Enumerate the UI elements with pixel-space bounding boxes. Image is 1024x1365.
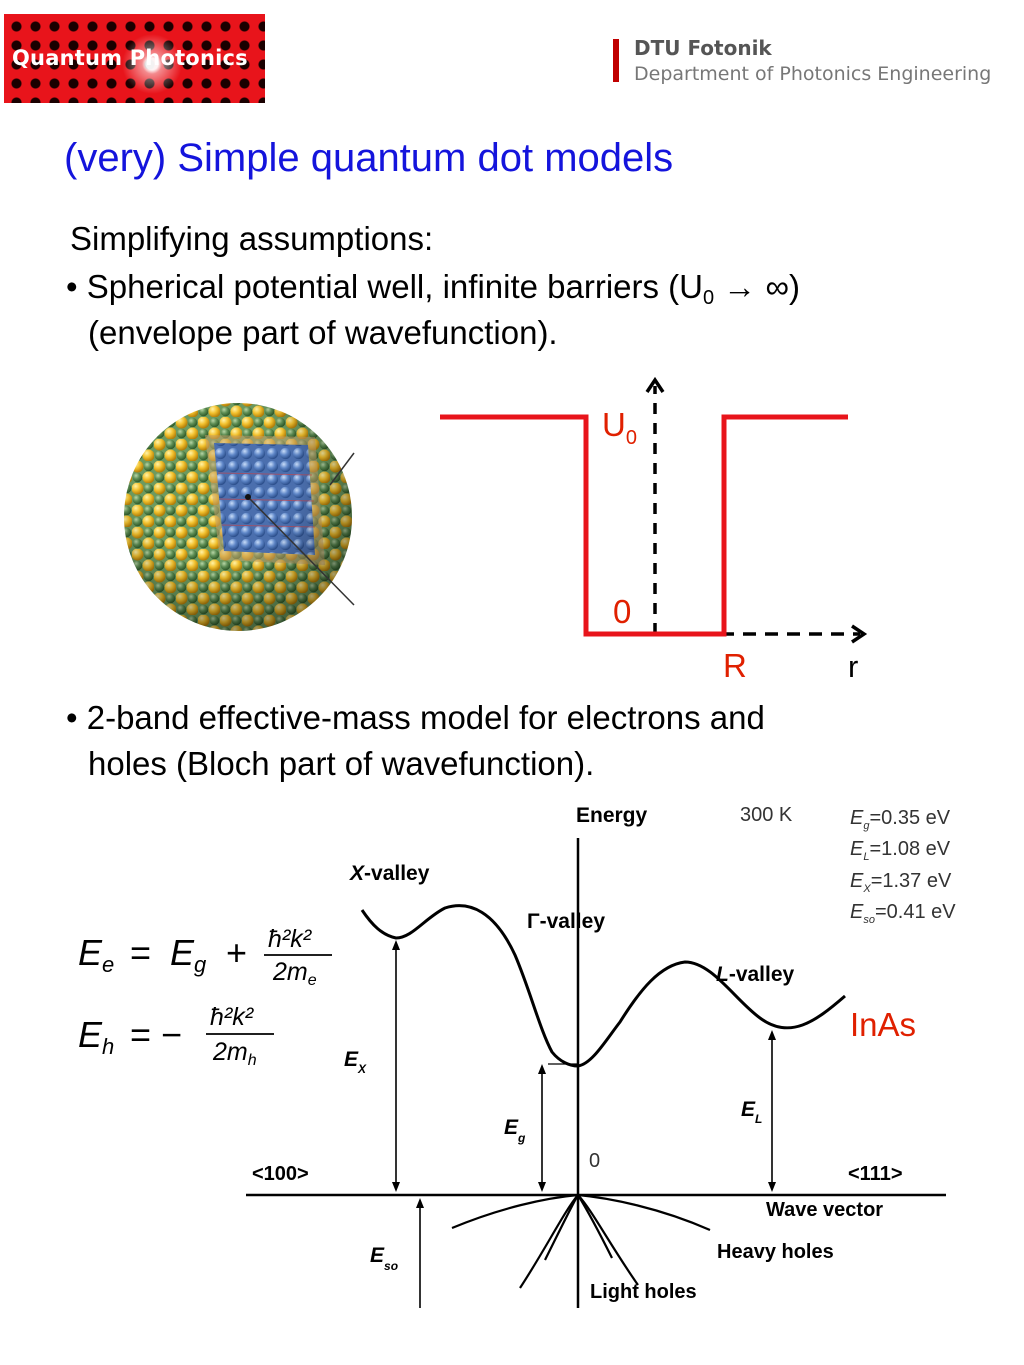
svg-text:Eh: Eh bbox=[78, 1014, 114, 1059]
bullet-two-band-model: • 2-band effective-mass model for electr… bbox=[66, 699, 765, 736]
logo-glow bbox=[122, 34, 182, 94]
effective-mass-equations: Ee = Eg + ħ²k² 2me Eh = − ħ²k² 2mh bbox=[78, 925, 332, 1069]
l-valley-label: L-valley bbox=[716, 963, 795, 986]
quantum-dot-illustration bbox=[124, 403, 355, 631]
energy-label: Energy bbox=[576, 804, 648, 827]
light-holes-label: Light holes bbox=[590, 1281, 697, 1303]
institution-name: DTU Fotonik bbox=[634, 36, 772, 60]
bullet-marker: • bbox=[66, 268, 78, 305]
bullet-two-band-model-continued: holes (Bloch part of wavefunction). bbox=[88, 745, 595, 782]
svg-text:= −: = − bbox=[130, 1014, 182, 1055]
material-label: InAs bbox=[850, 1006, 916, 1043]
quantum-photonics-logo: Quantum Photonics bbox=[4, 14, 265, 103]
bullet-marker: • bbox=[66, 699, 78, 736]
gamma-valley-label: Γ-valley bbox=[527, 910, 605, 933]
assumptions-heading: Simplifying assumptions: bbox=[70, 220, 434, 257]
svg-text:=: = bbox=[130, 932, 151, 973]
svg-text:ħ²k²: ħ²k² bbox=[210, 1003, 255, 1031]
param-ex: EX=1.37 eV bbox=[850, 870, 952, 895]
temperature-label: 300 K bbox=[740, 804, 793, 826]
zero-label: 0 bbox=[613, 593, 631, 630]
svg-text:2me: 2me bbox=[272, 958, 317, 989]
param-eg: Eg=0.35 eV bbox=[850, 807, 951, 832]
r-axis-arrow bbox=[851, 624, 868, 644]
eg-label: Eg bbox=[504, 1116, 526, 1145]
band-structure-diagram: Energy 300 K Eg=0.35 eV EL=1.08 eV EX=1.… bbox=[246, 804, 956, 1308]
direction-100-label: <100> bbox=[252, 1163, 309, 1185]
x-valley-label: X-valley bbox=[349, 862, 430, 885]
svg-text:Ee: Ee bbox=[78, 932, 114, 977]
radius-label: R bbox=[723, 647, 747, 684]
energy-axis-arrow bbox=[645, 376, 665, 393]
u0-label: U0 bbox=[602, 406, 637, 449]
conduction-band-curve bbox=[360, 904, 846, 1068]
el-label: EL bbox=[741, 1098, 762, 1126]
bullet-spherical-well: • Spherical potential well, infinite bar… bbox=[66, 268, 800, 309]
page-title: (very) Simple quantum dot models bbox=[64, 136, 674, 180]
svg-text:2mh: 2mh bbox=[212, 1038, 257, 1069]
band-parameters: Eg=0.35 eV EL=1.08 eV EX=1.37 eV Eso=0.4… bbox=[850, 807, 956, 926]
direction-111-label: <111> bbox=[848, 1163, 903, 1185]
heavy-hole-band bbox=[544, 1192, 613, 1261]
bullet-spherical-well-continued: (envelope part of wavefunction). bbox=[88, 314, 558, 351]
logo-text: Quantum Photonics bbox=[12, 46, 248, 70]
r-axis-label: r bbox=[848, 649, 858, 684]
svg-text:ħ²k²: ħ²k² bbox=[268, 925, 313, 953]
eso-label: Eso bbox=[370, 1244, 398, 1273]
department-name: Department of Photonics Engineering bbox=[634, 63, 992, 85]
param-el: EL=1.08 eV bbox=[850, 838, 951, 863]
param-eso: Eso=0.41 eV bbox=[850, 901, 956, 926]
svg-text:Eg: Eg bbox=[170, 932, 207, 977]
electron-energy-equation: Ee = Eg + ħ²k² 2me bbox=[78, 925, 332, 989]
hole-energy-equation: Eh = − ħ²k² 2mh bbox=[78, 1003, 274, 1069]
ex-label: EX bbox=[344, 1048, 367, 1076]
dtu-logo-bar bbox=[613, 39, 619, 82]
wave-vector-label: Wave vector bbox=[766, 1199, 883, 1221]
potential-well-diagram: U0 0 R r bbox=[440, 376, 868, 684]
well-potential-curve bbox=[440, 414, 848, 637]
heavy-holes-label: Heavy holes bbox=[717, 1241, 834, 1263]
origin-label: 0 bbox=[589, 1150, 600, 1172]
svg-text:+: + bbox=[226, 932, 247, 973]
